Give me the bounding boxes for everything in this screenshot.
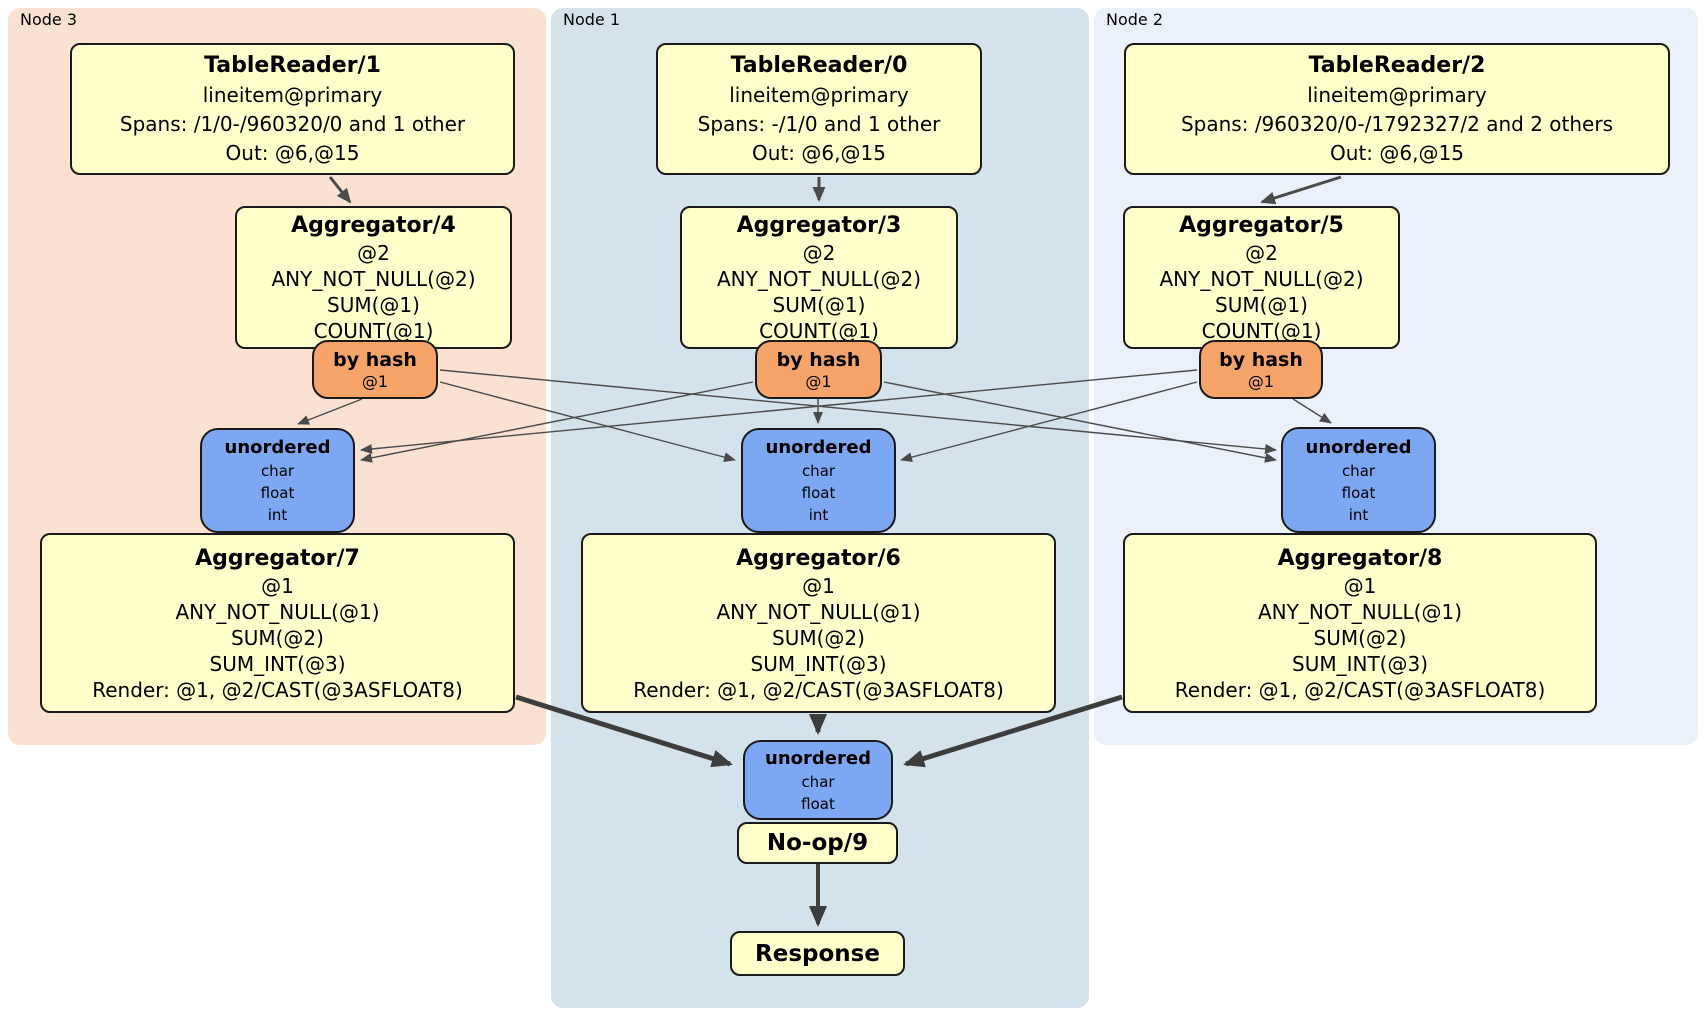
agg-fn: SUM(@2): [772, 625, 865, 650]
agg-group-cols: @2: [802, 241, 836, 265]
agg-fn: ANY_NOT_NULL(@2): [271, 267, 476, 291]
agg-render: Render: @1, @2/CAST(@3ASFLOAT8): [92, 677, 463, 702]
processor-aggregator-3: Aggregator/3 @2 ANY_NOT_NULL(@2) SUM(@1)…: [680, 206, 958, 349]
agg-fn: COUNT(@1): [313, 319, 434, 343]
agg-fn: SUM(@1): [1215, 293, 1308, 317]
processor-aggregator-5: Aggregator/5 @2 ANY_NOT_NULL(@2) SUM(@1)…: [1123, 206, 1400, 349]
router-by-hash-node2: by hash @1: [1199, 340, 1323, 399]
router-title: by hash: [776, 348, 861, 371]
agg-render: Render: @1, @2/CAST(@3ASFLOAT8): [633, 677, 1004, 702]
processor-aggregator-6: Aggregator/6 @1 ANY_NOT_NULL(@1) SUM(@2)…: [581, 533, 1056, 713]
agg-fn: ANY_NOT_NULL(@1): [1258, 599, 1462, 624]
router-title: by hash: [1219, 348, 1303, 371]
sync-column: float: [801, 484, 836, 502]
processor-spans: Spans: -/1/0 and 1 other: [697, 112, 941, 136]
agg-group-cols: @2: [1245, 241, 1278, 265]
router-key: @1: [1247, 371, 1275, 391]
processor-index: lineitem@primary: [1307, 83, 1487, 107]
sync-column: char: [260, 462, 295, 480]
agg-fn: SUM_INT(@3): [209, 651, 346, 676]
agg-group-cols: @2: [357, 241, 390, 265]
agg-fn: ANY_NOT_NULL(@1): [716, 599, 921, 624]
sync-title: unordered: [1305, 436, 1412, 458]
agg-fn: ANY_NOT_NULL(@2): [717, 267, 921, 291]
agg-fn: SUM(@1): [327, 293, 420, 317]
agg-fn: SUM_INT(@3): [750, 651, 887, 676]
sync-column: float: [260, 484, 295, 502]
processor-title: Aggregator/3: [736, 213, 902, 238]
processor-tablereader-1: TableReader/1 lineitem@primary Spans: /1…: [70, 43, 515, 175]
processor-noop-9: No-op/9: [737, 822, 898, 864]
agg-fn: SUM(@2): [231, 625, 324, 650]
agg-group-cols: @1: [261, 573, 294, 598]
agg-fn: SUM(@1): [772, 293, 866, 317]
agg-group-cols: @1: [1343, 573, 1377, 598]
sync-title: unordered: [765, 437, 872, 458]
processor-title: Aggregator/8: [1277, 545, 1443, 571]
processor-spans: Spans: /960320/0-/1792327/2 and 2 others: [1180, 112, 1613, 136]
processor-tablereader-2: TableReader/2 lineitem@primary Spans: /9…: [1124, 43, 1670, 175]
processor-index: lineitem@primary: [202, 83, 383, 107]
processor-spans: Spans: /1/0-/960320/0 and 1 other: [119, 112, 466, 136]
processor-title: Response: [755, 940, 880, 967]
agg-fn: COUNT(@1): [759, 319, 879, 343]
router-by-hash-node3: by hash @1: [312, 340, 438, 399]
processor-tablereader-0: TableReader/0 lineitem@primary Spans: -/…: [656, 43, 982, 175]
sync-column: int: [808, 506, 829, 524]
processor-out: Out: @6,@15: [752, 141, 886, 165]
processor-title: Aggregator/7: [195, 545, 360, 571]
router-by-hash-node1: by hash @1: [755, 340, 882, 399]
node1-label: Node 1: [563, 10, 621, 29]
sync-title: unordered: [224, 437, 331, 458]
router-title: by hash: [333, 348, 417, 371]
processor-title: TableReader/0: [730, 53, 908, 78]
node2-label: Node 2: [1106, 10, 1164, 29]
sync-column: char: [1341, 461, 1376, 480]
agg-fn: ANY_NOT_NULL(@1): [175, 599, 380, 624]
processor-aggregator-8: Aggregator/8 @1 ANY_NOT_NULL(@1) SUM(@2)…: [1123, 533, 1597, 713]
processor-index: lineitem@primary: [729, 83, 909, 107]
agg-fn: ANY_NOT_NULL(@2): [1159, 267, 1364, 291]
processor-title: TableReader/1: [204, 53, 381, 78]
processor-aggregator-4: Aggregator/4 @2 ANY_NOT_NULL(@2) SUM(@1)…: [235, 206, 512, 349]
sync-unordered-final: unordered char float: [743, 740, 893, 820]
processor-aggregator-7: Aggregator/7 @1 ANY_NOT_NULL(@1) SUM(@2)…: [40, 533, 515, 713]
agg-fn: COUNT(@1): [1201, 319, 1322, 343]
processor-title: TableReader/2: [1308, 53, 1486, 78]
processor-title: Aggregator/5: [1179, 213, 1344, 238]
processor-title: Aggregator/6: [736, 545, 901, 571]
processor-title: Aggregator/4: [291, 213, 456, 238]
sync-column: char: [801, 772, 835, 791]
processor-out: Out: @6,@15: [225, 141, 360, 165]
sync-title: unordered: [765, 747, 871, 769]
sync-column: float: [1341, 483, 1376, 502]
processor-out: Out: @6,@15: [1330, 141, 1464, 165]
agg-fn: SUM_INT(@3): [1292, 651, 1428, 676]
sync-unordered-node1: unordered char float int: [741, 428, 896, 533]
sync-column: char: [801, 462, 836, 480]
sync-unordered-node2: unordered char float int: [1281, 427, 1436, 533]
processor-title: No-op/9: [766, 830, 869, 856]
agg-render: Render: @1, @2/CAST(@3ASFLOAT8): [1174, 677, 1546, 702]
node3-label: Node 3: [20, 10, 78, 29]
sync-column: int: [1348, 505, 1369, 524]
response-box: Response: [730, 931, 905, 976]
router-key: @1: [805, 371, 832, 391]
router-key: @1: [361, 371, 389, 391]
sync-column: float: [801, 794, 835, 813]
agg-fn: SUM(@2): [1313, 625, 1407, 650]
sync-column: int: [267, 506, 288, 524]
sync-unordered-node3: unordered char float int: [200, 428, 355, 533]
agg-group-cols: @1: [802, 573, 835, 598]
